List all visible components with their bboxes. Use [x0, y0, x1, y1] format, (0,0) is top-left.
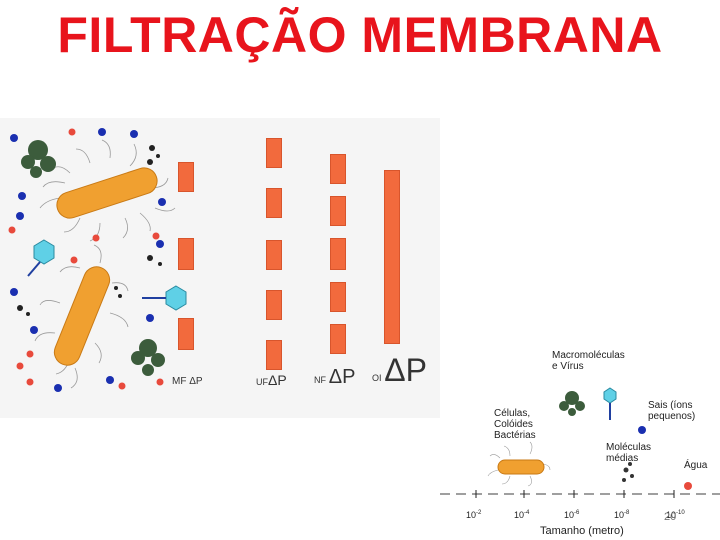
tick-1e-2: 10-2 [466, 510, 482, 520]
page-number: 20 [664, 511, 677, 523]
oi-label: OI ΔP [372, 352, 428, 388]
bacterium-1 [39, 139, 176, 242]
virus-icons [27, 239, 187, 311]
size-scale-drawing [440, 387, 720, 498]
nf-membrane-bar [330, 238, 346, 270]
molecules-label: Moléculas médias [606, 442, 652, 464]
salts-label: Sais (íons pequenos) [648, 400, 696, 422]
nf-membrane-bar [330, 324, 346, 354]
uf-membrane-bar [266, 240, 282, 270]
mf-membrane-bar [178, 238, 194, 270]
nf-membrane-bar [330, 154, 346, 184]
small-molecules [17, 145, 162, 316]
macromolecule-clusters [21, 140, 165, 376]
uf-membrane-bar [266, 340, 282, 370]
ions-blue [10, 128, 166, 392]
uf-membrane-bar [266, 188, 282, 218]
size-scale-diagram: Macromoléculas e Vírus Células, Colóides… [440, 340, 720, 540]
water-label: Água [684, 460, 708, 471]
axis-label: Tamanho (metro) [540, 525, 624, 537]
uf-membrane-bar [266, 138, 282, 168]
particles-drawing [8, 128, 187, 392]
nf-membrane-bar [330, 282, 346, 312]
oi-membrane-bar [384, 170, 400, 344]
macromolecules-label: Macromoléculas e Vírus [552, 350, 625, 372]
tick-1e-10: 10-10 [666, 510, 685, 520]
mf-label: MF ΔP [172, 376, 203, 387]
mf-membrane-bar [178, 162, 194, 192]
cells-label: Células, Colóides Bactérias [494, 408, 536, 441]
mf-membrane-bar [178, 318, 194, 350]
uf-membrane-bar [266, 290, 282, 320]
ions-red [8, 128, 164, 390]
tick-1e-8: 10-8 [614, 510, 630, 520]
tick-1e-4: 10-4 [514, 510, 530, 520]
nf-label: NF ΔP [314, 366, 356, 388]
bacterium-2 [34, 244, 129, 389]
membrane-illustration: MF ΔP UFΔP NF ΔP OI ΔP [0, 118, 440, 418]
nf-membrane-bar [330, 196, 346, 226]
uf-label: UFΔP [256, 372, 287, 388]
page-title: FILTRAÇÃO MEMBRANA [57, 7, 663, 63]
tick-1e-6: 10-6 [564, 510, 580, 520]
